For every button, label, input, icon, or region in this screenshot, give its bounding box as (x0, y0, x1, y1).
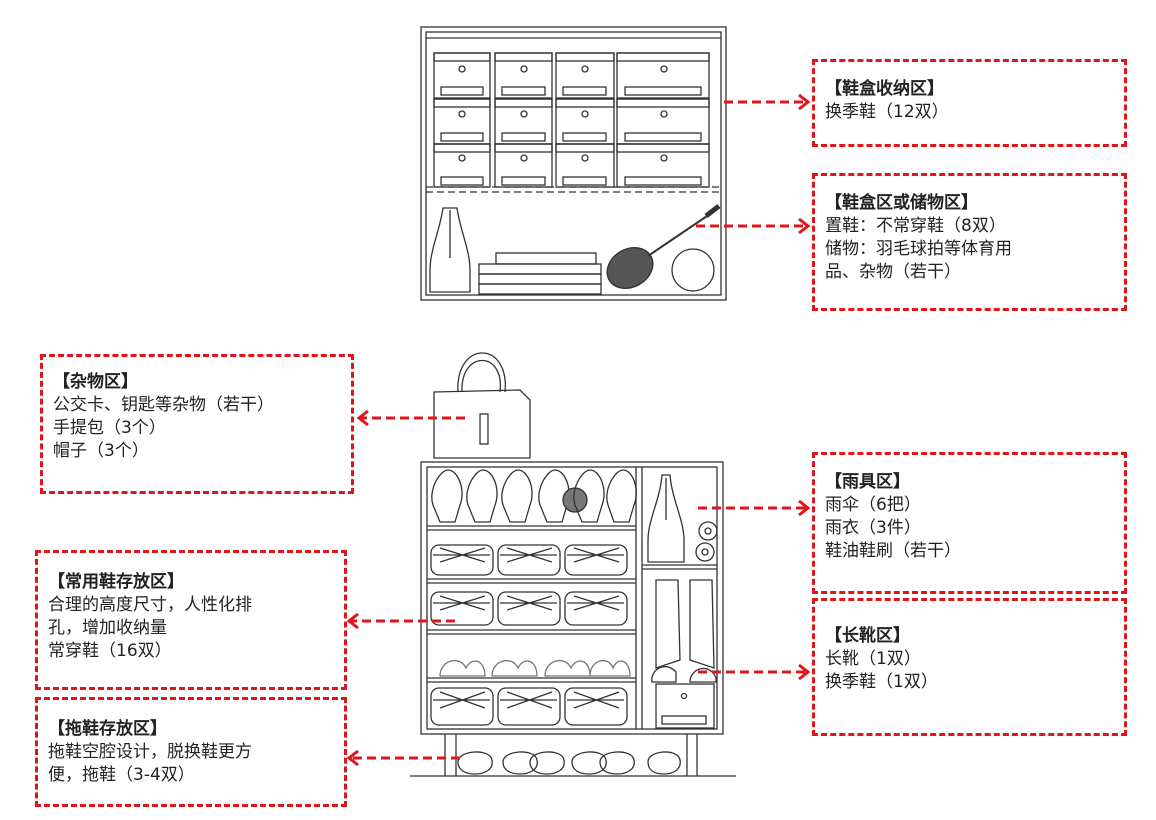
sneakers-rows (430, 544, 628, 726)
lower-cabinet-frame (420, 461, 724, 735)
callout-title: 【雨具区】 (825, 472, 910, 492)
callout-line: 常穿鞋（16双） (48, 641, 172, 661)
callout-line: 合理的高度尺寸，人性化排 (48, 595, 252, 615)
callout-line: 雨衣（3件） (825, 518, 921, 538)
tape-roll-icon (698, 521, 718, 541)
callout-sundries: 【杂物区】 公交卡、钥匙等杂物（若干） 手提包（3个） 帽子（3个） (40, 354, 354, 494)
callout-line: 换季鞋（12双） (825, 102, 949, 122)
callout-line: 品、杂物（若干） (825, 262, 961, 282)
flat-shoes-row (439, 659, 631, 677)
bag-icon (429, 207, 471, 293)
stacked-boxes-icon (478, 252, 602, 295)
callout-line: 长靴（1双） (825, 649, 921, 669)
upper-cabinet (420, 26, 727, 301)
callout-line: 鞋油鞋刷（若干） (825, 541, 961, 561)
callout-line: 便，拖鞋（3-4双） (48, 765, 195, 785)
badminton-racket-icon (606, 204, 721, 290)
callout-line: 孔，增加收纳量 (48, 618, 167, 638)
callout-line: 帽子（3个） (53, 441, 149, 461)
callout-line: 雨伞（6把） (825, 495, 921, 515)
callout-title: 【鞋盒区或储物区】 (825, 193, 978, 213)
callout-title: 【常用鞋存放区】 (48, 572, 184, 592)
shoe-boxes (433, 52, 710, 188)
callout-title: 【拖鞋存放区】 (48, 719, 167, 739)
callout-line: 置鞋：不常穿鞋（8双） (825, 216, 1006, 236)
ball-icon (671, 248, 715, 292)
arrow-heads (346, 93, 811, 767)
callout-daily-shoes: 【常用鞋存放区】 合理的高度尺寸，人性化排 孔，增加收纳量 常穿鞋（16双） (35, 550, 347, 690)
callout-title: 【鞋盒收纳区】 (825, 79, 944, 99)
callout-boots: 【长靴区】 长靴（1双） 换季鞋（1双） (812, 598, 1127, 736)
callout-line: 手提包（3个） (53, 418, 166, 438)
lower-cabinet (410, 352, 736, 777)
callout-line: 公交卡、钥匙等杂物（若干） (53, 395, 274, 415)
umbrella-bag-icon (647, 474, 685, 563)
callout-title: 【杂物区】 (53, 372, 138, 392)
callout-line: 储物：羽毛球拍等体育用 (825, 239, 1012, 259)
high-heels-row (431, 469, 637, 523)
slippers-row (457, 751, 681, 775)
handbag-icon (433, 352, 531, 459)
boots-icon (651, 579, 717, 729)
callout-line: 拖鞋空腔设计，脱换鞋更方 (48, 742, 252, 762)
callout-rain-gear: 【雨具区】 雨伞（6把） 雨衣（3件） 鞋油鞋刷（若干） (812, 452, 1127, 594)
callout-slippers: 【拖鞋存放区】 拖鞋空腔设计，脱换鞋更方 便，拖鞋（3-4双） (35, 697, 347, 807)
upper-cabinet-frame (420, 26, 727, 301)
callout-shoebox-or-storage: 【鞋盒区或储物区】 置鞋：不常穿鞋（8双） 储物：羽毛球拍等体育用 品、杂物（若… (812, 173, 1127, 311)
callout-arrows (349, 100, 808, 760)
callout-shoebox-storage: 【鞋盒收纳区】 换季鞋（12双） (812, 59, 1127, 147)
callout-line: 换季鞋（1双） (825, 672, 938, 692)
callout-title: 【长靴区】 (825, 626, 910, 646)
